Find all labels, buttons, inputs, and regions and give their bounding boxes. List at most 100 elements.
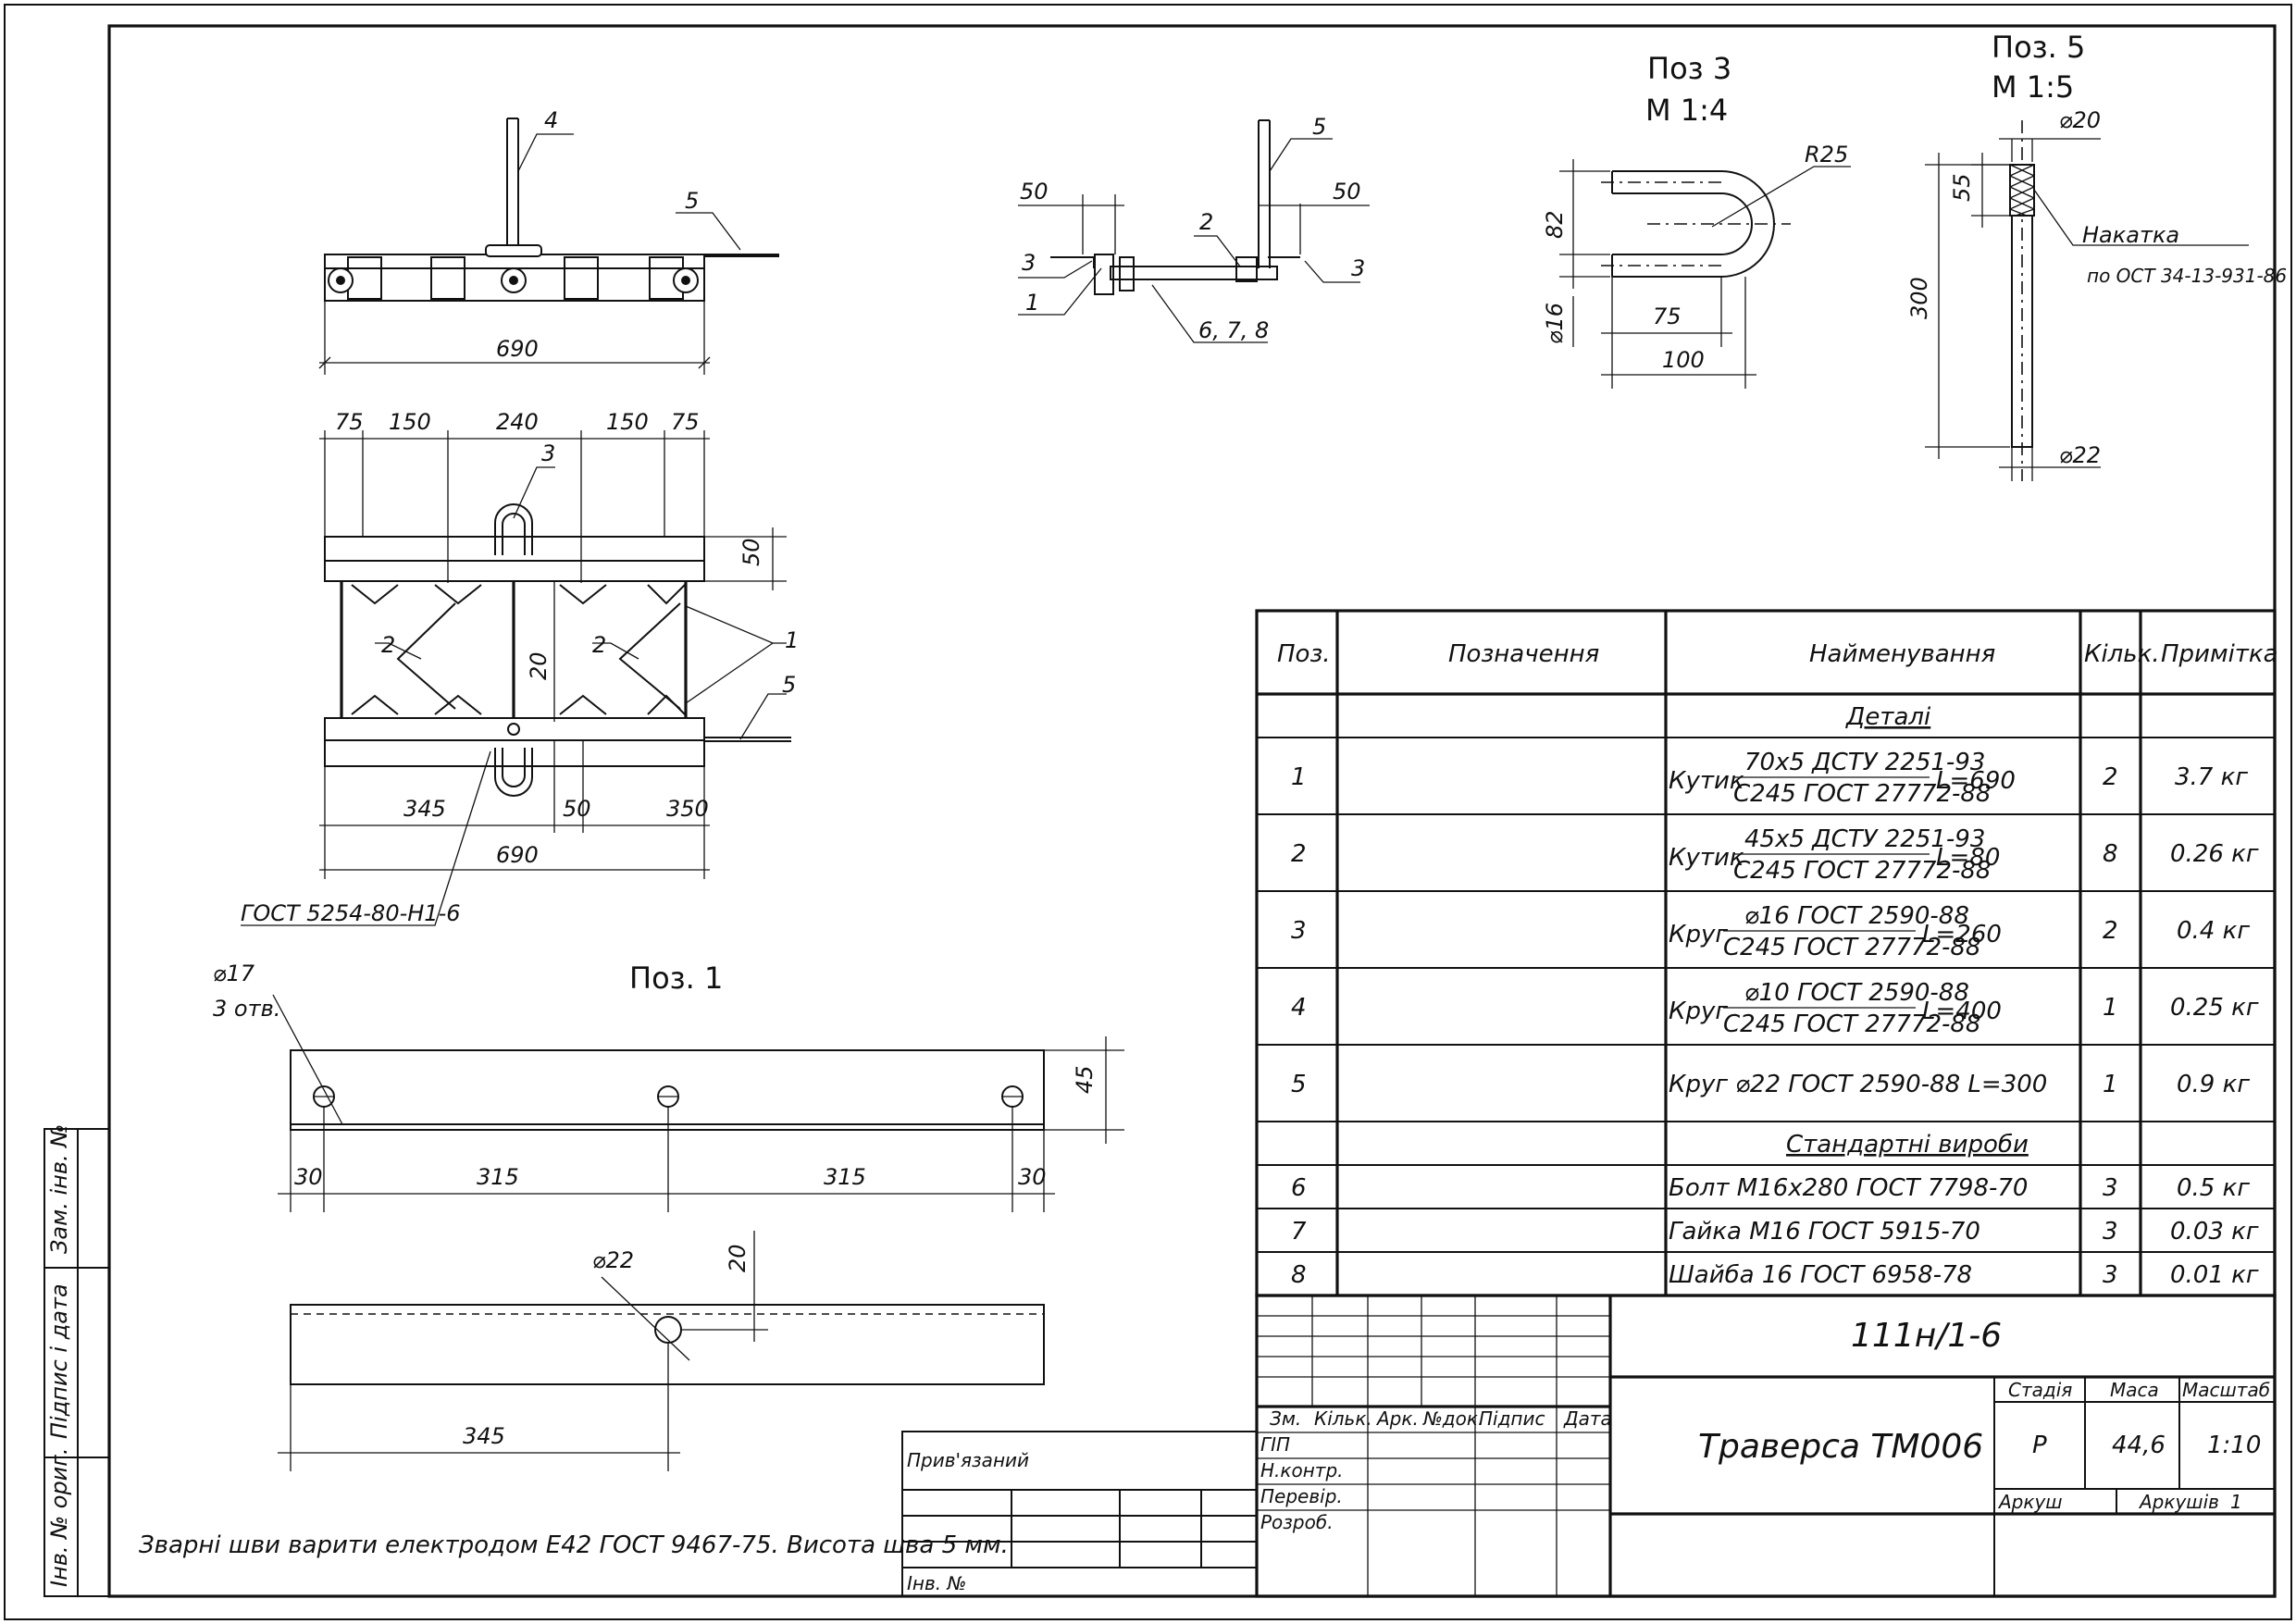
tb-role-developed: Розроб.: [1260, 1511, 1334, 1533]
spec-section-standard: Стандартні вироби: [1786, 1131, 2029, 1159]
plan-callout-5: 5: [782, 672, 796, 698]
pos3-dim-16: ⌀16: [1542, 303, 1568, 344]
pos5-dia-bottom: ⌀22: [2059, 442, 2101, 468]
pos5-title: Поз. 5: [1992, 30, 2085, 65]
spec-row-2-top: 45х5 ДСТУ 2251-93: [1744, 825, 1985, 853]
side-callout-3-right: 3: [1351, 255, 1365, 281]
spec-header-designation: Позначення: [1448, 640, 1599, 668]
spec-row-7-qty: 3: [2103, 1218, 2118, 1246]
pos3-dim-100: 100: [1662, 347, 1705, 373]
spec-table: Поз. Позначення Найменування Кільк. Прим…: [1255, 609, 2278, 1297]
spec-row-4-len: L=400: [1922, 998, 2002, 1025]
spec-row-4-note: 0.25 кг: [2170, 994, 2259, 1022]
spec-row-6-qty: 3: [2103, 1174, 2118, 1202]
top-callout-5: 5: [685, 188, 699, 214]
pos3-dim-82: 82: [1542, 210, 1568, 239]
view-plan: 75 150 240 150 75 3 50 20: [241, 409, 799, 926]
side-callout-5: 5: [1312, 114, 1326, 140]
side-stamp: Зам. інв. № Підпис і дата Інв. № ориг.: [43, 1124, 110, 1597]
side-callout-1: 1: [1025, 290, 1039, 316]
spec-row-5-pos: 5: [1291, 1071, 1307, 1098]
spec-row-5-qty: 1: [2103, 1071, 2118, 1098]
spec-row-2-bottom: С245 ГОСТ 27772-88: [1733, 857, 1991, 885]
pos3-radius: R25: [1805, 142, 1848, 167]
view-pos1-lower: ⌀22 20 345: [278, 1231, 1045, 1471]
spec-row-1-name: Кутик: [1669, 767, 1744, 795]
spec-row-4-top: ⌀10 ГОСТ 2590-88: [1744, 979, 1969, 1007]
plan-top-dim-3: 240: [496, 409, 539, 435]
pos3-dim-75: 75: [1653, 304, 1682, 329]
spec-row-6-text: Болт М16х280 ГОСТ 7798-70: [1669, 1174, 2028, 1202]
plan-dim-50-right: 50: [738, 538, 764, 566]
side-dim-50-right: 50: [1333, 179, 1361, 205]
spec-row-6-note: 0.5 кг: [2177, 1174, 2250, 1202]
tb-head-sheet: Арк.: [1375, 1407, 1419, 1430]
spec-row-4-qty: 1: [2103, 994, 2118, 1022]
inv-label: Інв. №: [907, 1572, 966, 1594]
pos1-dim-30-left: 30: [294, 1164, 323, 1190]
spec-row-4-pos: 4: [1291, 994, 1307, 1022]
view-pos5: Поз. 5 М 1:5 ⌀20 55 300 ⌀: [1906, 30, 2287, 481]
tb-role-gip: ГІП: [1260, 1433, 1290, 1456]
tb-sheets: 1: [2230, 1491, 2242, 1513]
pos1-hole-count: 3 отв.: [213, 996, 280, 1022]
plan-callout-2-mid: 2: [592, 632, 606, 658]
welding-note: Зварні шви варити електродом Е42 ГОСТ 94…: [139, 1531, 1009, 1559]
pos5-scale: М 1:5: [1992, 69, 2074, 105]
pos5-dim-55: 55: [1949, 173, 1975, 202]
plan-dim-350: 350: [666, 796, 709, 822]
spec-row-6-pos: 6: [1291, 1174, 1307, 1202]
spec-row-1-pos: 1: [1291, 763, 1307, 791]
spec-header-note: Примітка: [2161, 640, 2278, 668]
pos3-title: Поз 3: [1647, 51, 1731, 86]
spec-row-2-len: L=80: [1936, 844, 2000, 872]
tb-scale: 1:10: [2207, 1432, 2261, 1459]
spec-row-8-qty: 3: [2103, 1261, 2118, 1289]
spec-row-7-pos: 7: [1291, 1218, 1307, 1246]
side-stamp-inv-orig: Інв. № ориг.: [46, 1447, 72, 1587]
pos1-dim-30-right: 30: [1018, 1164, 1047, 1190]
spec-row-4-bottom: С245 ГОСТ 27772-88: [1723, 1010, 1980, 1038]
tb-role-ncontrol: Н.контр.: [1260, 1459, 1344, 1481]
tb-sheet-label: Аркуш: [1997, 1491, 2063, 1513]
spec-row-3-qty: 2: [2103, 917, 2118, 945]
spec-row-3-top: ⌀16 ГОСТ 2590-88: [1744, 902, 1969, 930]
spec-row-8-note: 0.01 кг: [2170, 1261, 2259, 1289]
tb-stage: Р: [2032, 1432, 2047, 1459]
spec-row-8-text: Шайба 16 ГОСТ 6958-78: [1669, 1261, 1972, 1289]
spec-row-2-qty: 8: [2103, 840, 2118, 868]
pos1-title: Поз. 1: [629, 961, 723, 996]
side-stamp-signature-date: Підпис і дата: [46, 1283, 72, 1439]
pos1-dim-315-a: 315: [477, 1164, 519, 1190]
pos5-knurl-label: Накатка: [2082, 222, 2179, 248]
plan-top-dim-2: 150: [389, 409, 431, 435]
spec-row-3-note: 0.4 кг: [2177, 917, 2250, 945]
linked-block: Прив'язаний Інв. №: [901, 1431, 1258, 1597]
spec-row-4-name: Круг: [1669, 998, 1728, 1025]
top-callout-4: 4: [544, 107, 558, 133]
spec-header-qty: Кільк.: [2084, 640, 2160, 668]
title-block: Зм. Кільк. Арк. №док. Підпис Дата ГІП Н.…: [1255, 1294, 2277, 1598]
tb-role-checked: Перевір.: [1260, 1485, 1343, 1507]
spec-row-7-text: Гайка М16 ГОСТ 5915-70: [1669, 1218, 1980, 1246]
tb-sheets-label: Аркушів: [2138, 1491, 2219, 1513]
plan-dim-690: 690: [496, 842, 539, 868]
plan-callout-1: 1: [785, 627, 799, 653]
pos1b-dim-20: 20: [725, 1244, 751, 1272]
spec-row-1-bottom: С245 ГОСТ 27772-88: [1733, 780, 1991, 808]
tb-head-qty: Кільк.: [1314, 1407, 1372, 1430]
plan-dim-20: 20: [526, 651, 552, 680]
spec-row-7-note: 0.03 кг: [2170, 1218, 2259, 1246]
spec-row-2-note: 0.26 кг: [2170, 840, 2259, 868]
view-top-elevation: 690 4 5: [318, 107, 779, 375]
pos1-hole-dia: ⌀17: [213, 961, 255, 986]
view-pos1: Поз. 1 ⌀17 3 отв. 45 30 315 315 30: [213, 961, 1124, 1212]
plan-top-dim-1: 75: [335, 409, 364, 435]
side-callout-6-7-8: 6, 7, 8: [1198, 317, 1269, 343]
tb-head-date: Дата: [1563, 1407, 1612, 1430]
pos1-dim-315-b: 315: [824, 1164, 866, 1190]
outer-border: [4, 4, 2292, 1620]
tb-head-izm: Зм.: [1270, 1407, 1301, 1430]
spec-section-parts: Деталі: [1845, 703, 1931, 731]
